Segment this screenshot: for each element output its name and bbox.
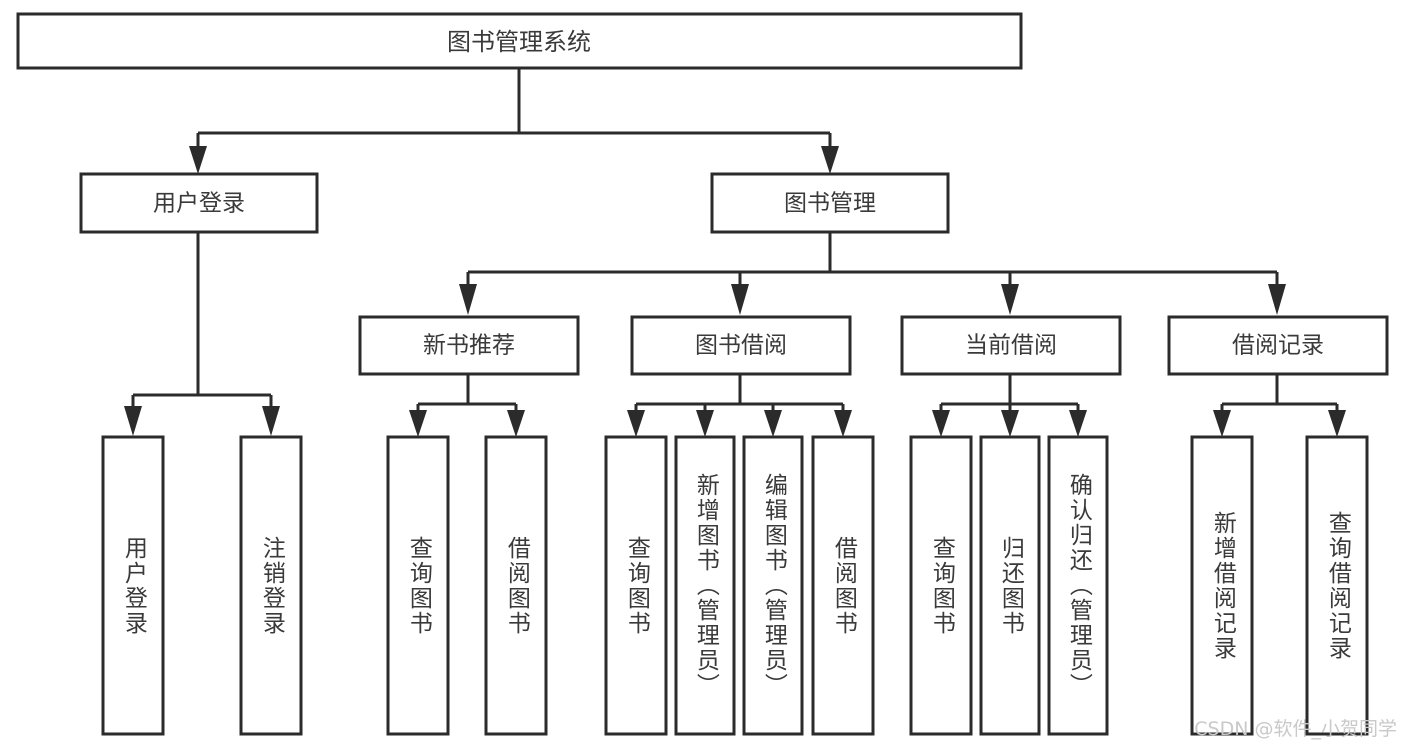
node-book-manage-label: 图书管理 (784, 191, 876, 217)
arrow-currentborrow-leaf-1 (932, 410, 950, 437)
leaf-box-borrow-records-2[interactable] (1305, 435, 1369, 736)
node-user-login-box[interactable] (79, 172, 319, 234)
leaf-box-new-book-1[interactable] (386, 435, 450, 736)
arrow-bookmanage-to-borrow (731, 284, 749, 315)
node-borrow-records-box[interactable] (1167, 315, 1389, 376)
node-new-book-recommend-label: 新书推荐 (423, 333, 515, 359)
leaf-box-new-book-2[interactable] (484, 435, 548, 736)
leaf-box-current-borrow-1[interactable] (909, 435, 973, 736)
node-book-borrow-label: 图书借阅 (695, 333, 787, 359)
node-current-borrow-box[interactable] (900, 315, 1122, 376)
node-borrow-records[interactable]: 借阅记录 (1167, 315, 1389, 376)
arrow-borrowrecords-leaf-2 (1328, 410, 1346, 437)
arrow-newbook-leaf-2 (507, 410, 525, 437)
arrow-bookborrow-leaf-1 (627, 410, 645, 437)
node-user-login-label: 用户登录 (153, 191, 245, 217)
leaf-box-book-borrow-3[interactable] (742, 435, 804, 736)
leaf-box-book-borrow-2[interactable] (674, 435, 736, 736)
leaf-box-user-login-2[interactable] (239, 435, 303, 736)
node-book-borrow-box[interactable] (630, 315, 852, 376)
arrow-userlogin-leaf-1 (124, 406, 142, 436)
leaf-box-book-borrow-4[interactable] (811, 435, 875, 736)
arrow-bookborrow-leaf-2 (696, 410, 714, 437)
arrow-bookborrow-leaf-3 (764, 410, 782, 437)
arrow-bookmanage-to-newbook (459, 284, 477, 315)
arrow-bookborrow-leaf-4 (834, 410, 852, 437)
node-user-login[interactable]: 用户登录 (79, 172, 319, 234)
arrow-borrowrecords-leaf-1 (1213, 410, 1231, 437)
node-book-manage-box[interactable] (710, 172, 950, 234)
node-book-manage[interactable]: 图书管理 (710, 172, 950, 234)
node-current-borrow-label: 当前借阅 (965, 333, 1057, 359)
arrow-root-to-user-login (189, 146, 207, 174)
leaf-box-current-borrow-2[interactable] (979, 435, 1041, 736)
leaf-box-user-login-1[interactable] (101, 435, 165, 736)
node-root-label: 图书管理系统 (447, 28, 591, 56)
node-root-box[interactable] (16, 12, 1023, 70)
leaf-box-book-borrow-1[interactable] (604, 435, 668, 736)
node-borrow-records-label: 借阅记录 (1232, 333, 1324, 359)
arrow-bookmanage-to-current (1001, 284, 1019, 315)
node-current-borrow[interactable]: 当前借阅 (900, 315, 1122, 376)
node-new-book-recommend-box[interactable] (358, 315, 580, 376)
connectors-layer (124, 68, 1346, 437)
arrow-bookmanage-to-records (1268, 284, 1286, 315)
node-new-book-recommend[interactable]: 新书推荐 (358, 315, 580, 376)
leaf-box-borrow-records-1[interactable] (1190, 435, 1254, 736)
arrow-currentborrow-leaf-3 (1069, 410, 1087, 437)
node-book-borrow[interactable]: 图书借阅 (630, 315, 852, 376)
arrow-currentborrow-leaf-2 (1001, 410, 1019, 437)
leaf-boxes-layer (101, 435, 1369, 736)
arrow-userlogin-leaf-2 (262, 406, 280, 436)
arrow-newbook-leaf-1 (409, 410, 427, 437)
arrow-root-to-book-manage (821, 146, 839, 174)
leaf-box-current-borrow-3[interactable] (1047, 435, 1109, 736)
node-root[interactable]: 图书管理系统 (16, 12, 1023, 70)
